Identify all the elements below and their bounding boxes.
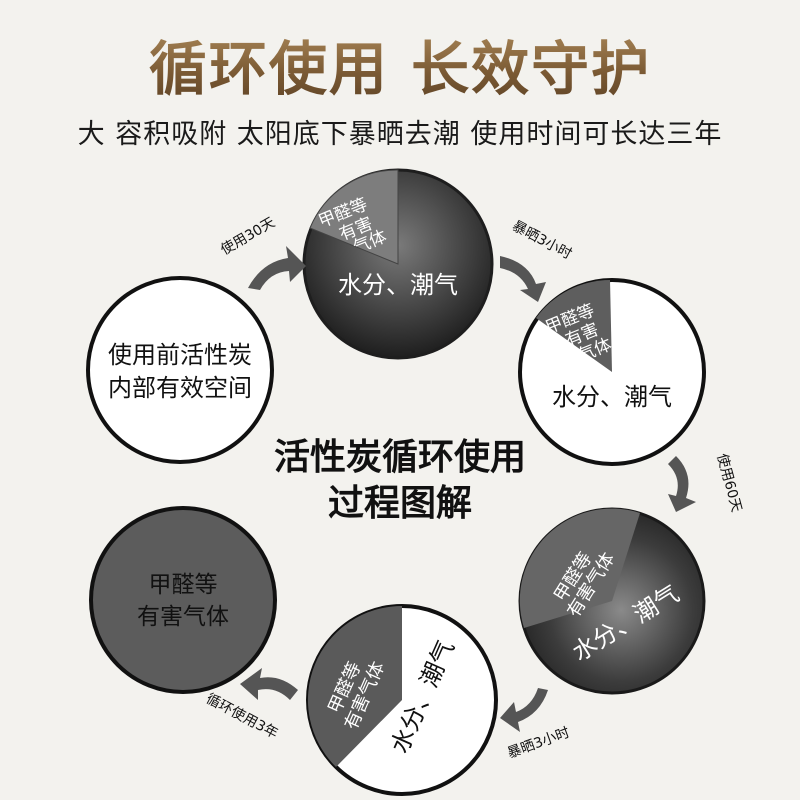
circle-stage3: 甲醛等 有害气体 水分、潮气 [518,507,706,695]
arrow-label-3: 使用60天 [713,452,745,514]
center-title-line2: 过程图解 [327,483,472,524]
arrow-4 [500,688,548,732]
stage2-moisture: 水分、潮气 [552,383,672,411]
center-title-line1: 活性炭循环使用 [273,437,526,478]
circle-stage4: 甲醛等 有害气体 水分、潮气 [306,604,498,796]
final-line1: 甲醛等 [149,572,218,598]
arrow-label-4: 暴晒3小时 [505,725,571,762]
arrow-label-5: 循环使用3年 [203,690,281,742]
final-line2: 有害气体 [137,604,229,630]
arrow-3 [668,456,696,512]
circle-stage1: 甲醛等 有害 气体 水分、潮气 [302,168,494,360]
main-title: 循环使用 长效守护 [0,22,800,106]
arrow-label-2: 暴晒3小时 [509,218,574,263]
arrow-1 [248,246,306,290]
subtitle: 大 容积吸附 太阳底下暴晒去潮 使用时间可长达三年 [77,119,723,150]
stage1-moisture: 水分、潮气 [338,271,458,299]
circle-final: 甲醛等 有害气体 [89,506,277,694]
arrow-label-1: 使用30天 [218,214,278,259]
center-title: 活性炭循环使用 过程图解 [200,435,600,527]
arrow-5 [240,668,298,700]
before-line2: 内部有效空间 [108,374,252,402]
circle-before-use: 使用前活性炭 内部有效空间 [86,276,274,464]
circle-stage2: 甲醛等 有害 气体 水分、潮气 [518,278,706,466]
arrow-2 [500,256,546,302]
before-line1: 使用前活性炭 [108,341,252,369]
